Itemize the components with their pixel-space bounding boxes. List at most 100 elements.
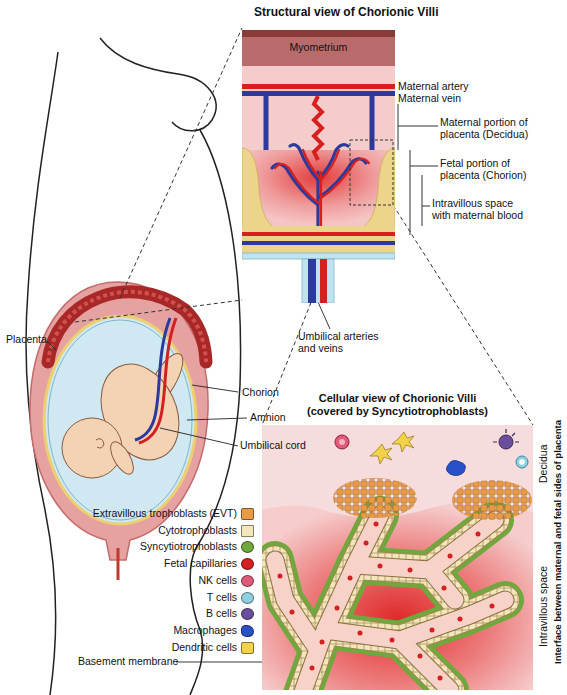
capillary [374,522,379,527]
capillary [408,568,413,573]
region-label: Decidua [536,428,550,500]
legend-swatch [241,642,254,654]
chorionic-plate [242,226,395,253]
b-cell-receptors [493,429,519,442]
capillary [490,604,495,609]
part-label: Basement membrane [78,655,178,667]
chorionic-artery [242,232,395,236]
fetus-arm [106,438,138,477]
villous-core [275,515,505,690]
bracket [422,175,430,226]
septum [242,148,276,228]
cytotrophoblast-layer [275,515,505,690]
maternal-vein [242,91,395,96]
zoom-lines [75,28,533,425]
myometrium-edge [242,30,395,37]
capillary [390,638,395,643]
zoom-box [350,140,393,205]
layer-label: Maternal portion of placenta (Decidua) [440,116,550,141]
legend-swatch [241,608,254,620]
evt-cluster [452,480,532,520]
capillary [358,631,363,636]
b-cell [499,435,513,449]
legend-swatch [241,508,254,520]
leader-line [160,428,238,446]
capillary [310,666,315,671]
dendritic-cell [370,444,392,464]
panel-heading: Cellular view of Chorionic Villi (covere… [300,392,495,418]
evt-cluster [333,478,417,518]
breast-line [100,38,216,131]
leader-line [187,418,247,420]
side-heading: Interface between maternal and fetal sid… [551,392,565,692]
legend-swatch [241,625,254,637]
part-label: Chorion [242,386,279,398]
legend-text: B cells [60,607,237,619]
region-label: Intravillous space [536,550,550,662]
capillary [458,617,463,622]
capillary [290,610,295,615]
umbilical-artery [320,259,327,303]
capillary [364,541,369,546]
legend-text: T cells [60,591,237,603]
legend-text: Extravillous trophoblasts (EVT) [60,507,237,519]
zoom-line [75,300,242,322]
leader-line [318,302,330,329]
umbilical-cord [302,259,334,303]
capillary [320,640,325,645]
part-label: Umbilical arteries and veins [298,330,390,355]
part-label: Placenta [6,333,47,345]
fetal-capillaries [278,522,495,681]
zoom-line [120,28,242,298]
structural-art [242,30,395,303]
basement-membrane [275,515,505,690]
structural-view-panel: Structural view of Chorionic Villi [240,28,395,300]
vessel-label: Maternal artery [398,80,469,92]
legend-swatch [241,558,254,570]
maternal-artery [242,84,395,89]
cervix [117,548,120,580]
uterus [30,282,208,560]
capillary [378,564,383,569]
layer-label: Fetal portion of placenta (Chorion) [440,157,550,182]
capillary [442,586,447,591]
capillary [348,576,353,581]
amnion-layer [242,253,395,259]
legend-text: Dendritic cells [60,641,237,653]
legend-swatch [241,541,254,553]
nk-cell [335,435,349,449]
capillary [448,554,453,559]
legend-swatch [241,592,254,604]
layer-label: Intravillous space with maternal blood [432,197,531,222]
panel-heading: Structural view of Chorionic Villi [254,5,438,19]
bracket [410,150,438,235]
capillary [278,574,283,579]
syncytiotrophoblast-layer [275,515,505,690]
fetus-ear [96,439,104,448]
decidual-veins [266,96,372,150]
myometrium [242,30,395,66]
legend-text: Cytotrophoblasts [60,524,237,536]
part-label: Amnion [250,411,286,423]
dendritic-cell [392,432,414,452]
t-cell-nucleus [519,459,525,465]
capillary [335,606,340,611]
legend-text: Fetal capillaries [60,557,237,569]
legend-swatch [241,575,254,587]
capillary [430,628,435,633]
bracket [398,104,438,150]
capillary [418,654,423,659]
spiral-artery [314,96,322,160]
villous-arteries [275,150,369,228]
villous-veins [272,145,366,228]
cytotrophoblast-edge [275,515,505,690]
vessel-label: Maternal vein [398,92,461,104]
capillary [438,676,443,681]
nk-cell-nucleus [339,439,345,445]
cellular-view-panel: Cellular view of Chorionic Villi (covere… [262,425,533,690]
amniotic-sac [44,316,196,524]
t-cell [516,456,528,468]
